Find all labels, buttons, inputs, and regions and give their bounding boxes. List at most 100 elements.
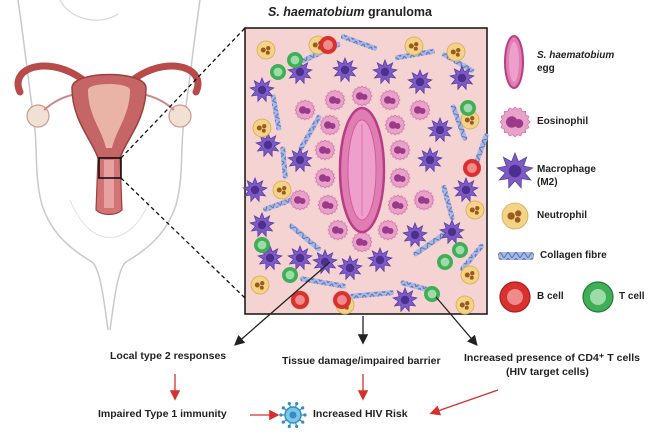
legend-tcell-icon <box>582 281 614 313</box>
macrophage-cell <box>287 244 313 271</box>
neutrophil-cell <box>252 118 272 138</box>
eosinophil-cell <box>289 189 311 211</box>
collagen-fibre <box>350 290 394 299</box>
legend-egg-icon <box>504 35 524 89</box>
macrophage-cell <box>255 131 281 158</box>
macrophage-cell <box>453 176 479 203</box>
eosinophil-cell <box>314 139 336 161</box>
red-arrow-cd4 <box>429 389 499 416</box>
t-cell <box>437 254 453 270</box>
legend-collagen-icon <box>498 252 534 260</box>
macrophage-cell <box>249 211 275 238</box>
legend-egg-word: egg <box>537 63 555 74</box>
neutrophil-cell <box>250 275 270 295</box>
t-cell <box>452 242 468 258</box>
neutrophil-cell <box>446 42 466 62</box>
legend-collagen-label: Collagen fibre <box>540 250 607 261</box>
b-cell <box>319 36 337 54</box>
legend-egg-species: S. haematobium <box>537 50 615 61</box>
t-cell <box>254 237 270 253</box>
granuloma-title: S. haematobium granuloma <box>268 5 432 19</box>
macrophage-cell <box>402 221 428 248</box>
legend-neutrophil-label: Neutrophil <box>537 210 587 221</box>
macrophage-cell <box>332 56 358 83</box>
uterus-illustration <box>14 62 202 216</box>
macrophage-cell <box>392 286 418 313</box>
outcome-cd4-line2: (HIV target cells) <box>506 366 589 378</box>
macrophage-cell <box>249 76 275 103</box>
collagen-fibre <box>270 94 282 131</box>
macrophage-cell <box>417 146 443 173</box>
zoom-region-box <box>98 157 122 179</box>
collagen-fibre <box>298 114 322 151</box>
eosinophil-cell <box>389 167 411 189</box>
eosinophil-cell <box>389 139 411 161</box>
outcome-tissue-damage: Tissue damage/impaired barrier <box>282 355 441 367</box>
eosinophil-cell <box>387 194 409 216</box>
collagen-fibre <box>413 228 451 257</box>
legend-eosinophil-icon <box>499 106 531 138</box>
macrophage-cell <box>439 218 465 245</box>
neutrophil-cell <box>460 265 480 285</box>
eosinophil-cell <box>351 231 373 253</box>
collagen-fibre <box>340 34 378 51</box>
title-suffix: granuloma <box>368 5 432 19</box>
eosinophil-cell <box>409 99 431 121</box>
outcome-hiv-risk: Increased HIV Risk <box>313 408 408 420</box>
title-species: S. haematobium <box>268 5 365 19</box>
collagen-fibre <box>441 184 455 221</box>
t-cell <box>270 64 286 80</box>
b-cell <box>333 291 351 309</box>
legend-macrophage-icon <box>496 151 534 189</box>
neutrophil-cell <box>256 40 276 60</box>
b-cell <box>463 159 481 177</box>
t-cell <box>282 267 298 283</box>
legend-bcell-label: B cell <box>537 291 564 302</box>
macrophage-cell <box>337 254 363 281</box>
eosinophil-cell <box>314 167 336 189</box>
arrow-to-local <box>234 261 331 346</box>
macrophage-cell <box>372 58 398 85</box>
eosinophil-cell <box>324 89 346 111</box>
egg-center <box>338 106 386 234</box>
legend-macrophage-sub: (M2) <box>537 177 558 188</box>
eosinophil-cell <box>377 219 399 241</box>
legend-macrophage-label: Macrophage <box>537 164 596 175</box>
macrophage-cell <box>242 176 268 203</box>
virus-icon <box>279 402 307 428</box>
neutrophil-cell <box>404 36 424 56</box>
neutrophil-cell <box>272 180 292 200</box>
zoom-line-bottom <box>120 177 246 299</box>
collagen-fibre <box>280 146 288 179</box>
eosinophil-cell <box>379 89 401 111</box>
macrophage-cell <box>367 246 393 273</box>
collagen-fibre <box>300 276 346 289</box>
eosinophil-cell <box>351 85 373 107</box>
legend-bcell-icon <box>499 281 531 313</box>
eosinophil-cell <box>384 114 406 136</box>
legend-tcell-label: T cell <box>619 291 645 302</box>
outcome-cd4-line1: Increased presence of CD4⁺ T cells <box>464 352 640 364</box>
granuloma-panel <box>242 27 489 315</box>
eosinophil-cell <box>413 189 435 211</box>
eosinophil-cell <box>327 219 349 241</box>
legend-neutrophil-icon <box>501 202 529 230</box>
outcome-impaired-type1: Impaired Type 1 immunity <box>98 408 227 420</box>
t-cell <box>287 52 303 68</box>
macrophage-cell <box>496 151 534 189</box>
legend-eosinophil-label: Eosinophil <box>537 116 589 127</box>
eosinophil-cell <box>317 194 339 216</box>
eosinophil-cell <box>499 106 531 138</box>
t-cell <box>460 100 476 116</box>
macrophage-cell <box>287 146 313 173</box>
collagen-fibre <box>450 104 468 141</box>
b-cell <box>291 291 309 309</box>
arrow-to-cd4 <box>435 296 478 346</box>
zoom-line-top <box>120 27 246 159</box>
collagen-fibre <box>459 243 485 272</box>
macrophage-cell <box>449 64 475 91</box>
neutrophil-cell <box>501 202 529 230</box>
collagen-fibre <box>288 223 322 252</box>
